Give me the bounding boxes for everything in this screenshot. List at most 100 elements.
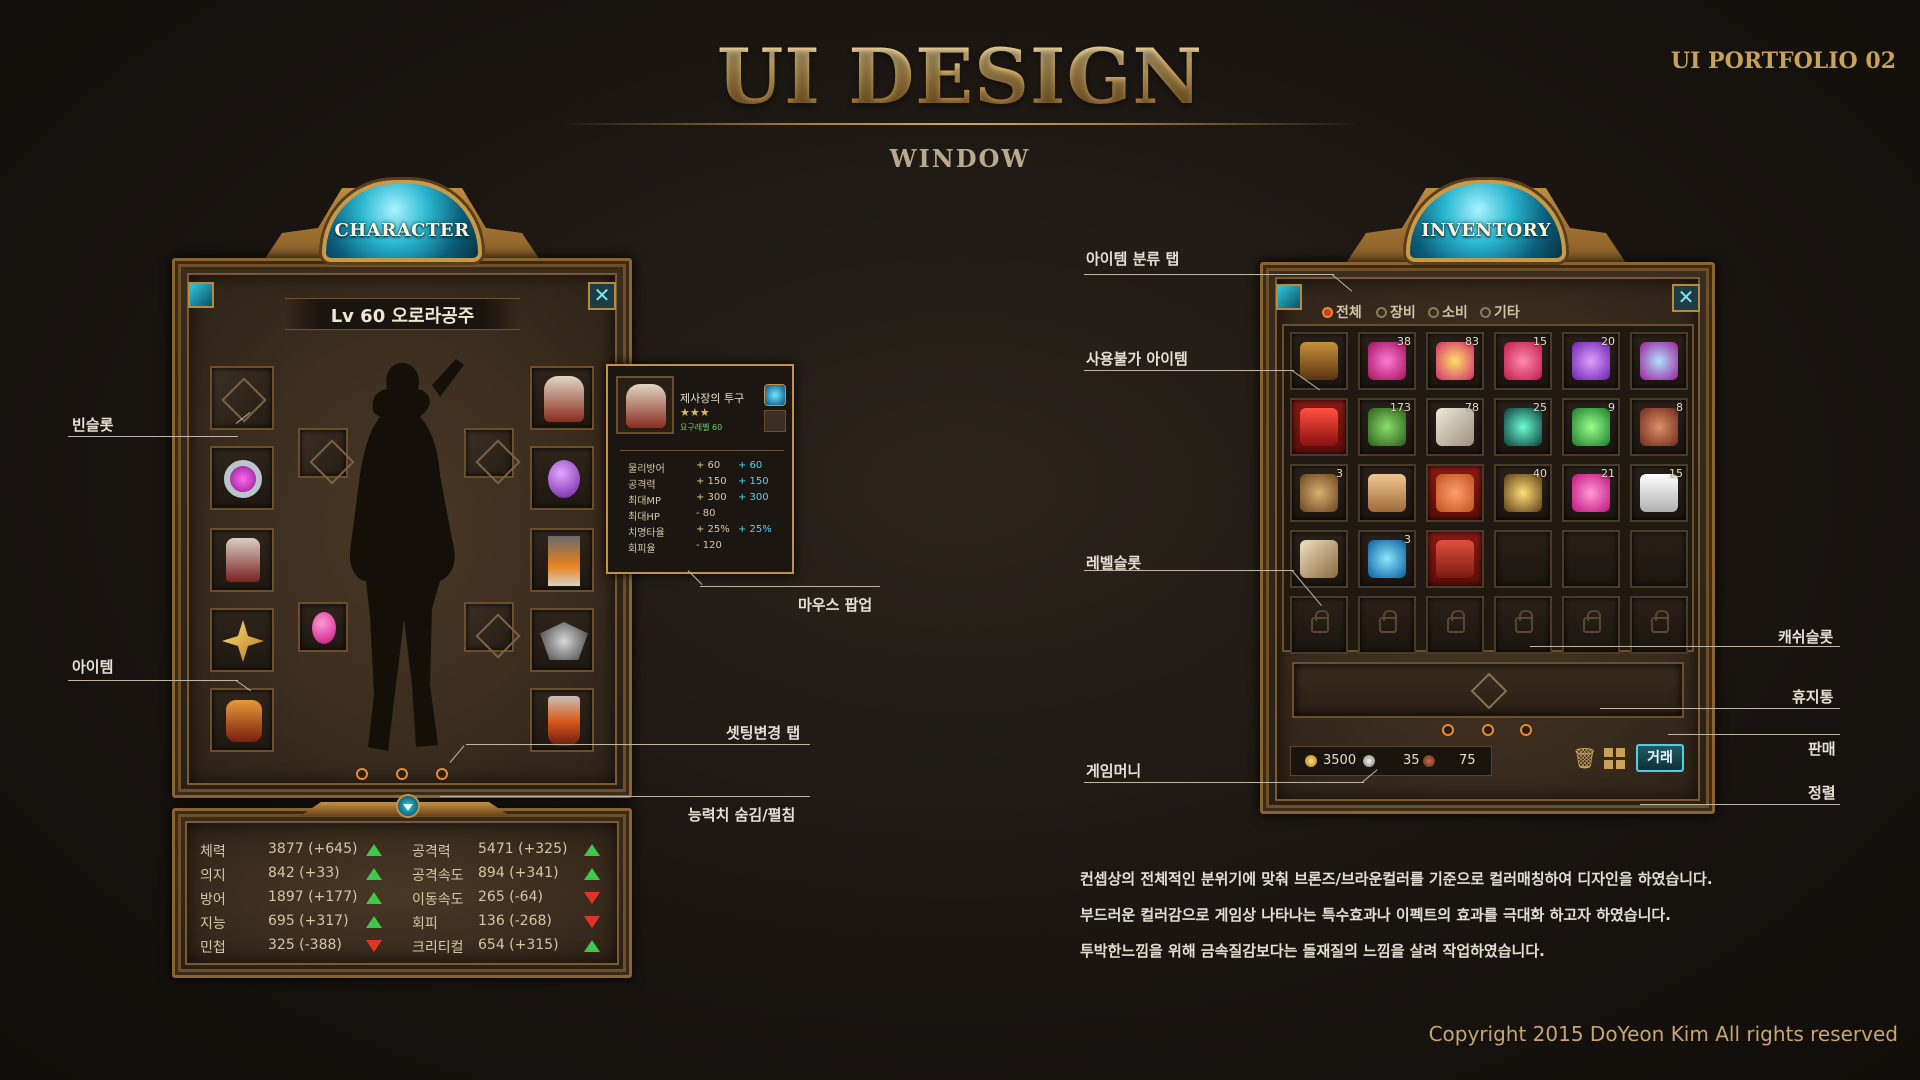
trade-button[interactable]: 거래 bbox=[1636, 744, 1684, 772]
inventory-item[interactable] bbox=[1426, 464, 1484, 522]
lock-icon bbox=[1515, 610, 1533, 633]
inventory-item[interactable]: 40 bbox=[1494, 464, 1552, 522]
pink-gem-icon bbox=[312, 612, 336, 644]
stat-value: 325 (-388) bbox=[268, 937, 342, 953]
item-count: 21 bbox=[1601, 467, 1615, 480]
inventory-item[interactable]: 3 bbox=[1358, 530, 1416, 588]
pants-slot[interactable] bbox=[530, 528, 594, 592]
grid-icon bbox=[1604, 748, 1613, 757]
stat-value: 3877 (+645) bbox=[268, 841, 358, 857]
radio-icon bbox=[1376, 307, 1387, 318]
character-corner-ornament bbox=[188, 282, 214, 308]
empty-inventory-slot[interactable] bbox=[1494, 530, 1552, 588]
stat-label: 체력 bbox=[200, 844, 226, 860]
title-divider bbox=[560, 123, 1360, 125]
tab-equipment[interactable]: 장비 bbox=[1376, 302, 1416, 322]
setting-tab-3[interactable] bbox=[436, 768, 448, 780]
item-count: 40 bbox=[1533, 467, 1547, 480]
inventory-item[interactable]: 83 bbox=[1426, 332, 1484, 390]
meat-icon bbox=[1640, 408, 1678, 446]
tab-etc[interactable]: 기타 bbox=[1480, 302, 1520, 322]
potion-icon bbox=[1572, 342, 1610, 380]
stat-value: 136 (-268) bbox=[478, 913, 552, 929]
tab-consumable[interactable]: 소비 bbox=[1428, 302, 1468, 322]
empty-slot[interactable] bbox=[210, 366, 274, 430]
cash-slot[interactable] bbox=[1292, 662, 1684, 718]
inventory-item[interactable]: 9 bbox=[1562, 398, 1620, 456]
inventory-close-button[interactable]: ✕ bbox=[1672, 284, 1700, 312]
earring-icon bbox=[548, 460, 580, 498]
inventory-item[interactable] bbox=[1426, 530, 1484, 588]
earring-slot[interactable] bbox=[530, 446, 594, 510]
inventory-item[interactable]: 15 bbox=[1494, 332, 1552, 390]
tooltip-stat-bonus: + 300 bbox=[738, 492, 769, 503]
inventory-item[interactable]: 21 bbox=[1562, 464, 1620, 522]
herb-icon bbox=[1368, 408, 1406, 446]
stat-toggle-button[interactable] bbox=[396, 794, 420, 818]
inventory-item[interactable]: 15 bbox=[1630, 464, 1688, 522]
locked-level-slot[interactable] bbox=[1290, 596, 1348, 654]
inventory-item[interactable] bbox=[1358, 464, 1416, 522]
inventory-item[interactable]: 25 bbox=[1494, 398, 1552, 456]
empty-inventory-slot[interactable] bbox=[1562, 530, 1620, 588]
chevron-down-icon bbox=[403, 804, 413, 811]
cloak-icon bbox=[1300, 408, 1338, 446]
mushroom-icon bbox=[1300, 474, 1338, 512]
description-line-1: 컨셉상의 전체적인 분위기에 맞춰 브론즈/브라운컬러를 기준으로 컬러매칭하여… bbox=[1080, 870, 1713, 888]
inventory-page-3[interactable] bbox=[1520, 724, 1532, 736]
helmet-slot[interactable] bbox=[530, 366, 594, 430]
inventory-page-1[interactable] bbox=[1442, 724, 1454, 736]
locked-level-slot[interactable] bbox=[1630, 596, 1688, 654]
inventory-item[interactable] bbox=[1290, 398, 1348, 456]
setting-tab-1[interactable] bbox=[356, 768, 368, 780]
inventory-page-2[interactable] bbox=[1482, 724, 1494, 736]
tooltip-stat-label: 물리방어 bbox=[628, 464, 665, 475]
locked-level-slot[interactable] bbox=[1358, 596, 1416, 654]
inventory-item[interactable]: 38 bbox=[1358, 332, 1416, 390]
silver-amount: 35 bbox=[1403, 753, 1420, 768]
weapon-slot[interactable] bbox=[210, 608, 274, 672]
inventory-corner-ornament bbox=[1276, 284, 1302, 310]
armor-slot[interactable] bbox=[210, 528, 274, 592]
item-count: 20 bbox=[1601, 335, 1615, 348]
tooltip-stat-label: 최대HP bbox=[628, 512, 660, 523]
ring-slot[interactable] bbox=[210, 446, 274, 510]
inventory-item[interactable]: 3 bbox=[1290, 464, 1348, 522]
ring-icon bbox=[224, 460, 262, 498]
arrow-up-icon bbox=[366, 916, 382, 928]
item-count: 3 bbox=[1336, 467, 1343, 480]
locked-level-slot[interactable] bbox=[1562, 596, 1620, 654]
inventory-item[interactable] bbox=[1290, 332, 1348, 390]
empty-slot[interactable] bbox=[464, 602, 514, 652]
item-count: 8 bbox=[1676, 401, 1683, 414]
inventory-item[interactable]: 173 bbox=[1358, 398, 1416, 456]
tooltip-required-level: 요구레벨 60 bbox=[680, 423, 723, 432]
bone-icon bbox=[1436, 408, 1474, 446]
gem-slot[interactable] bbox=[298, 602, 348, 652]
tooltip-item-name: 제사장의 투구 bbox=[680, 392, 745, 405]
locked-level-slot[interactable] bbox=[1426, 596, 1484, 654]
glove-slot[interactable] bbox=[210, 688, 274, 752]
sort-button[interactable] bbox=[1604, 748, 1626, 770]
item-count: 38 bbox=[1397, 335, 1411, 348]
stat-label: 공격속도 bbox=[412, 868, 464, 884]
callout-empty-slot: 빈슬롯 bbox=[72, 416, 114, 434]
tab-all[interactable]: 전체 bbox=[1322, 302, 1362, 322]
boots-slot[interactable] bbox=[530, 688, 594, 752]
empty-slot[interactable] bbox=[298, 428, 348, 478]
trash-button[interactable]: 🗑 bbox=[1572, 746, 1597, 772]
setting-tab-2[interactable] bbox=[396, 768, 408, 780]
inventory-item[interactable]: 8 bbox=[1630, 398, 1688, 456]
locked-level-slot[interactable] bbox=[1494, 596, 1552, 654]
inventory-item[interactable]: 78 bbox=[1426, 398, 1484, 456]
empty-slot[interactable] bbox=[464, 428, 514, 478]
arrow-up-icon bbox=[366, 892, 382, 904]
inventory-item[interactable] bbox=[1630, 332, 1688, 390]
stat-value: 654 (+315) bbox=[478, 937, 559, 953]
character-close-button[interactable]: ✕ bbox=[588, 282, 616, 310]
shoulder-slot[interactable] bbox=[530, 608, 594, 672]
callout-category-tab: 아이템 분류 탭 bbox=[1086, 250, 1180, 268]
inventory-item[interactable]: 20 bbox=[1562, 332, 1620, 390]
empty-inventory-slot[interactable] bbox=[1630, 530, 1688, 588]
portfolio-label: UI PORTFOLIO 02 bbox=[1670, 48, 1896, 74]
